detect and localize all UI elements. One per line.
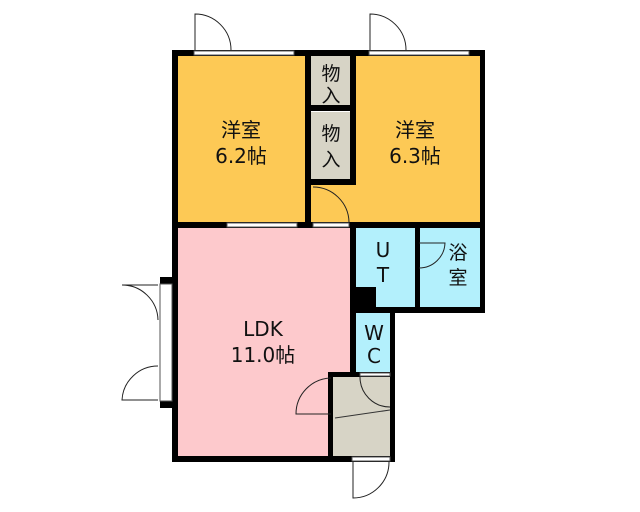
room-bath	[420, 227, 480, 309]
ldk-size: 11.0帖	[231, 343, 296, 367]
window-top-right	[368, 50, 470, 56]
room-ldk	[177, 227, 352, 459]
closet1-line2: 入	[321, 85, 340, 107]
door-arc-left-1	[121, 284, 159, 321]
door-arc-entrance-ldk	[295, 377, 332, 415]
western1-size: 6.2帖	[215, 144, 267, 168]
door-arc-entrance	[352, 461, 390, 499]
room-western-2-alcove	[310, 180, 354, 223]
bath-line2: 室	[448, 267, 467, 289]
sliding-door-western1	[226, 222, 298, 228]
room-western-1	[177, 55, 307, 223]
utility-line1: U	[376, 238, 391, 262]
western1-name: 洋室	[221, 118, 261, 142]
room-western-2	[352, 55, 480, 223]
window-top-left	[193, 50, 295, 56]
closet2-line2: 入	[321, 149, 340, 171]
door-arc-western2	[312, 186, 350, 223]
opening-western2	[312, 222, 350, 228]
bath-line1: 浴	[448, 242, 467, 264]
entrance	[333, 376, 390, 459]
opening-entrance	[351, 456, 391, 462]
ldk-name: LDK	[243, 317, 284, 341]
closet-2	[310, 112, 352, 180]
closet1-line1: 物	[321, 63, 340, 85]
wc-line1: W	[364, 321, 384, 345]
door-arc-left-2	[121, 365, 159, 401]
wc-line2: C	[367, 344, 381, 368]
closet-1	[310, 55, 352, 107]
western2-name: 洋室	[395, 118, 435, 142]
closet2-line1: 物	[321, 123, 340, 145]
western2-size: 6.3帖	[389, 144, 441, 168]
room-wc	[355, 313, 393, 374]
door-arc-wc	[359, 376, 391, 408]
door-arc-top-right	[369, 13, 407, 51]
door-arc-bath	[418, 242, 446, 269]
window-left	[159, 283, 173, 402]
utility-line2: T	[376, 263, 390, 287]
opening-wc	[359, 372, 391, 377]
step-line	[334, 409, 391, 419]
door-arc-top-left	[194, 13, 232, 51]
